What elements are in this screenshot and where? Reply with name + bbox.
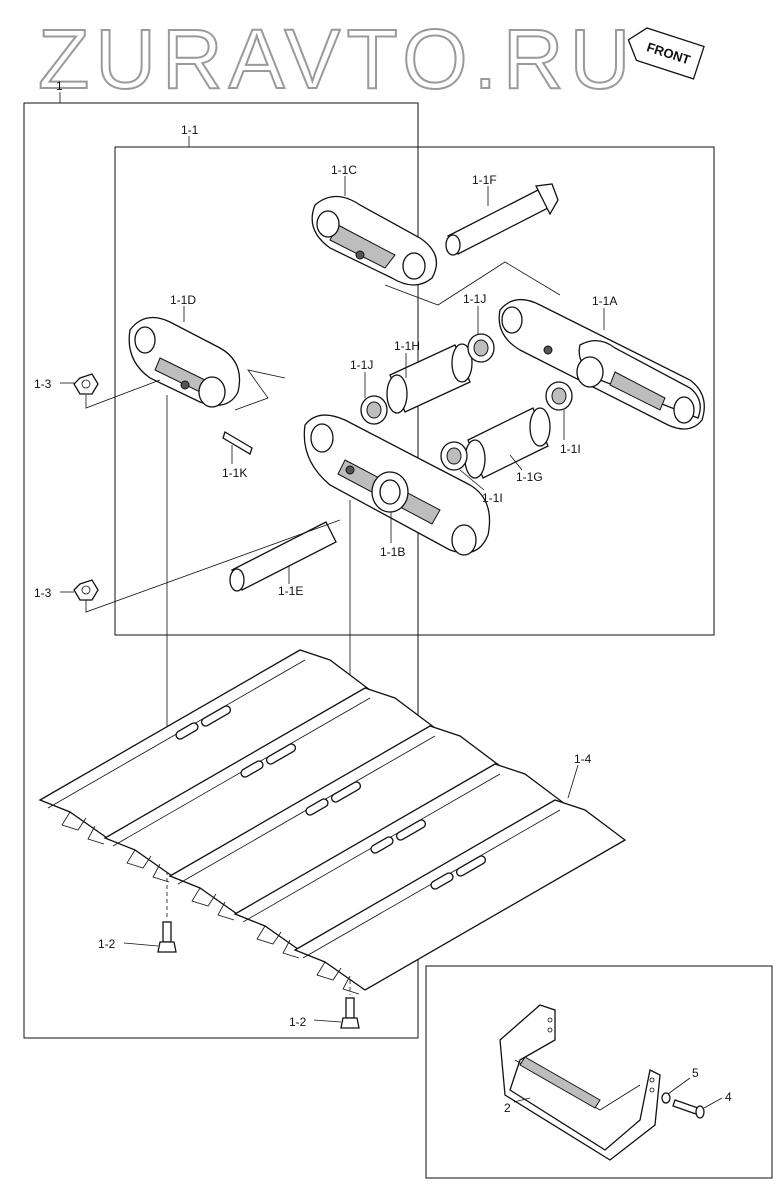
link-1-1C <box>311 195 438 286</box>
label-1-1H: 1-1H <box>394 339 420 353</box>
label-1-2-right: 1-2 <box>289 1015 307 1029</box>
link-1-1A <box>498 298 705 430</box>
nut-1-3-upper <box>73 373 99 395</box>
track-shoes-1-4 <box>38 649 626 995</box>
link-assembly-frame <box>114 146 715 636</box>
label-1-1C: 1-1C <box>331 163 357 177</box>
label-1-1E: 1-1E <box>278 584 303 598</box>
nut-1-3-lower <box>73 579 99 601</box>
label-1-1D: 1-1D <box>170 293 196 307</box>
label-1-3-upper: 1-3 <box>34 377 52 391</box>
pin-1-1F <box>445 183 559 256</box>
label-1-1F: 1-1F <box>472 173 497 187</box>
label-1: 1 <box>56 79 63 93</box>
seal-1-1J-left <box>360 395 388 425</box>
washer-part-5 <box>661 1092 671 1104</box>
front-arrow-icon: FRONT <box>627 27 705 80</box>
step-detail-frame <box>425 965 773 1179</box>
label-1-1I-left: 1-1I <box>482 491 503 505</box>
pin-1-1E <box>229 521 337 592</box>
lock-1-1K <box>222 431 253 455</box>
seal-1-1I-left <box>440 441 468 471</box>
label-1-2-left: 1-2 <box>98 937 116 951</box>
bolt-part-4 <box>672 1099 705 1119</box>
link-1-1D <box>128 316 241 408</box>
link-1-1B <box>303 414 491 556</box>
step-part-2 <box>499 1004 661 1161</box>
label-1-1I-right: 1-1I <box>560 442 581 456</box>
seal-1-1I-right <box>545 381 573 411</box>
seal-1-1J-right <box>467 333 495 363</box>
label-1-1G: 1-1G <box>516 470 543 484</box>
label-1-3-lower: 1-3 <box>34 586 52 600</box>
label-2: 2 <box>504 1101 511 1115</box>
label-1-4: 1-4 <box>574 752 592 766</box>
label-1-1B: 1-1B <box>380 545 405 559</box>
bolt-1-2-right <box>340 997 360 1029</box>
bushing-1-1H <box>386 343 473 414</box>
watermark-text: ZURAVTO.RU <box>38 12 636 106</box>
label-4: 4 <box>725 1090 732 1104</box>
label-1-1A: 1-1A <box>592 294 617 308</box>
label-5: 5 <box>692 1066 699 1080</box>
bolt-1-2-left <box>157 921 177 953</box>
label-1-1K: 1-1K <box>222 466 247 480</box>
label-1-1J: 1-1J <box>350 358 373 372</box>
label-1-1J-top: 1-1J <box>463 292 486 306</box>
bushing-1-1G <box>464 407 551 479</box>
label-1-1: 1-1 <box>181 123 199 137</box>
